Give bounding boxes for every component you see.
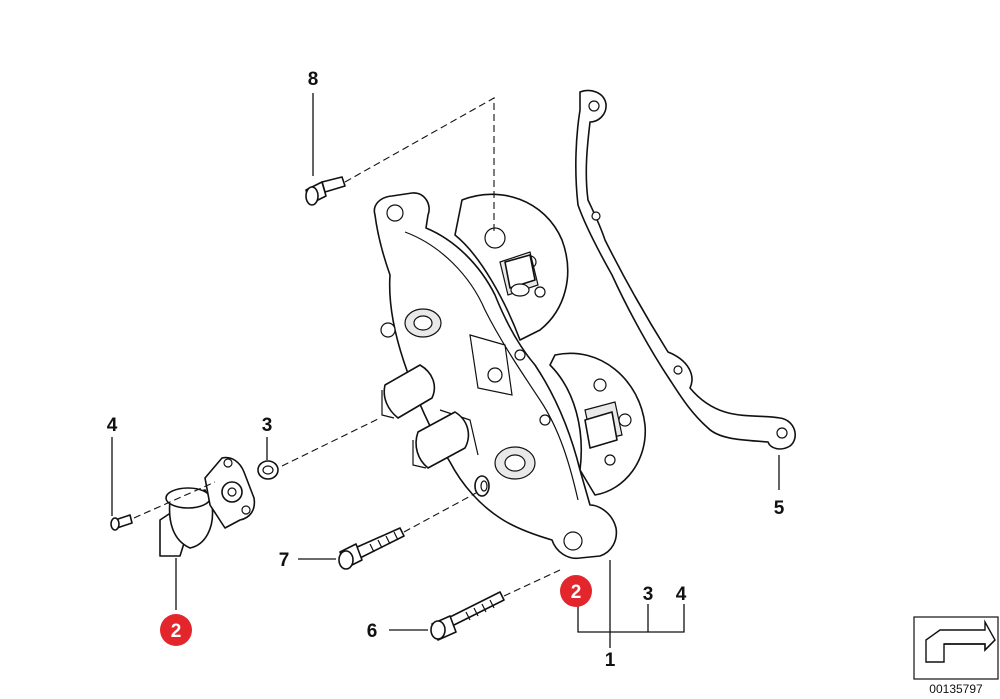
leader-lines [111, 93, 780, 648]
solenoid-valve [159, 456, 256, 557]
arrow-box-icon [913, 616, 999, 680]
callout-1: 1 [605, 650, 616, 671]
drive-shaft-upper [504, 254, 536, 297]
bolt-8 [305, 176, 346, 206]
callout-3-right: 3 [643, 584, 654, 605]
svg-text:2: 2 [171, 621, 182, 642]
badge-2-left: 2 [160, 614, 192, 646]
bolt-7 [338, 527, 405, 570]
valve-stub-upper [381, 364, 436, 419]
svg-text:2: 2 [571, 582, 582, 603]
o-ring [257, 460, 279, 480]
callout-8: 8 [308, 69, 319, 90]
sleeve [474, 475, 490, 497]
gasket [575, 89, 796, 450]
callout-5: 5 [774, 498, 785, 519]
callout-7: 7 [279, 550, 290, 571]
callout-4-right: 4 [676, 584, 687, 605]
callout-6: 6 [367, 621, 378, 642]
small-screw [110, 514, 133, 531]
bolt-6 [430, 591, 505, 641]
badge-2-right: 2 [560, 575, 592, 607]
callout-3-left: 3 [262, 415, 273, 436]
drive-shaft-lower [584, 411, 618, 449]
oil-pump-housing [373, 192, 618, 560]
image-id: 00135797 [929, 682, 983, 696]
assembly-lines [133, 97, 561, 597]
callout-4-left: 4 [107, 415, 118, 436]
valve-stub-lower [412, 411, 470, 469]
